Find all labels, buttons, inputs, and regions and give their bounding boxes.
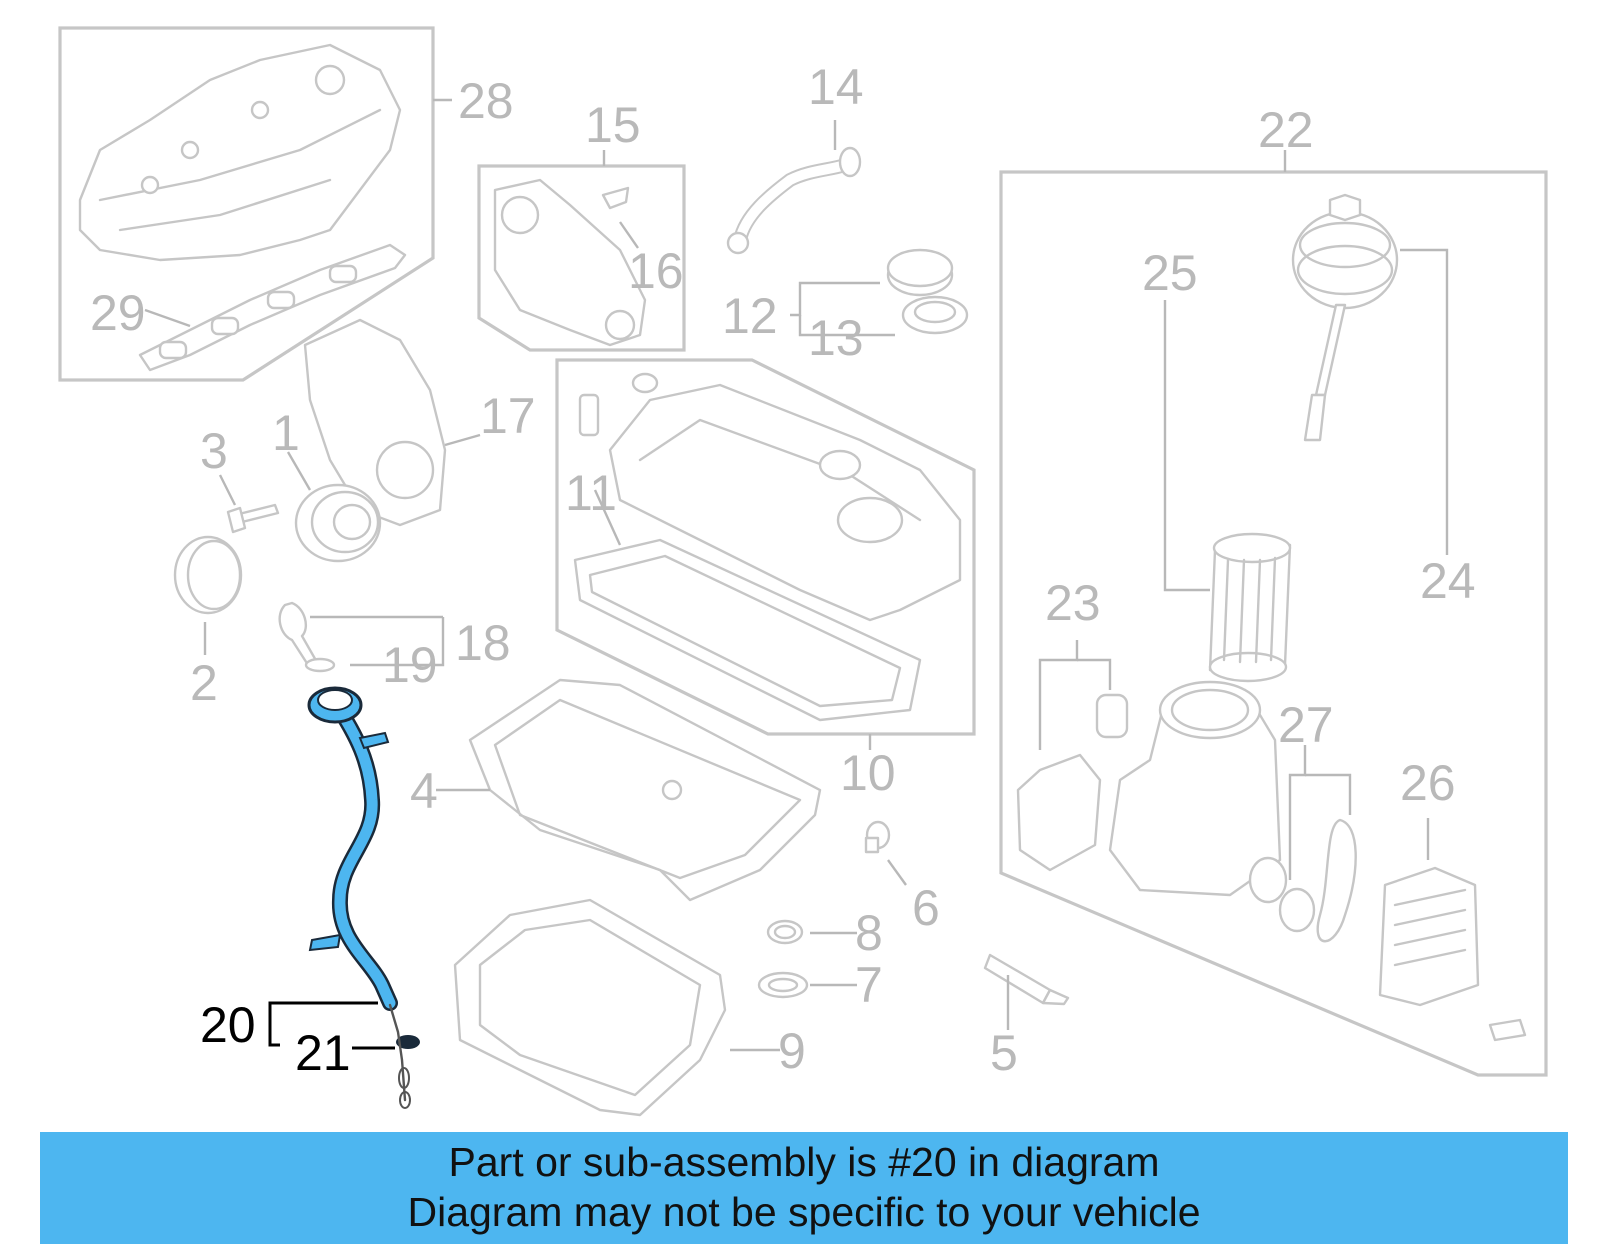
banner-line-part-number: Part or sub-assembly is #20 in diagram	[448, 1139, 1160, 1185]
breather-hose-part-14	[726, 146, 862, 255]
callout-10: 10	[840, 745, 896, 801]
seal-ring-part-8	[766, 919, 804, 945]
callout-25: 25	[1142, 245, 1198, 301]
o-ring-set-part-27	[1248, 818, 1357, 943]
callout-8: 8	[855, 905, 883, 961]
banner-line-disclaimer: Diagram may not be specific to your vehi…	[407, 1189, 1201, 1235]
dipstick-tube-part-20	[307, 686, 398, 1011]
callout-3: 3	[200, 423, 228, 479]
oil-cooler-part-26	[1378, 866, 1527, 1042]
crank-pulley-part-1	[294, 483, 382, 563]
callout-6: 6	[912, 880, 940, 936]
callout-labels: 1 2 3 4 5 6 7 8 9 10 11 12 13 14 15 16 1…	[90, 59, 1476, 1081]
callout-17: 17	[480, 388, 536, 444]
drain-plug-part-6	[864, 820, 891, 854]
callout-23: 23	[1045, 575, 1101, 631]
callout-29: 29	[90, 285, 146, 341]
oil-pan-lower-part-9	[453, 898, 727, 1117]
callout-12: 12	[722, 288, 778, 344]
oil-pan-upper-part-4	[468, 678, 822, 902]
group-box-22	[999, 170, 1548, 1077]
leader-lines	[144, 98, 1449, 1052]
valve-cover-part-11	[573, 372, 962, 722]
callout-2: 2	[190, 655, 218, 711]
callout-22: 22	[1258, 102, 1314, 158]
callout-21: 21	[295, 1025, 351, 1081]
group-box-10	[555, 358, 976, 736]
callout-5: 5	[990, 1025, 1018, 1081]
bolt-part-3	[226, 503, 280, 534]
seal-part-21	[388, 1003, 420, 1109]
intake-manifold-part-28	[78, 43, 402, 262]
callout-19: 19	[382, 637, 438, 693]
callout-15: 15	[585, 97, 641, 153]
callout-11: 11	[565, 465, 617, 521]
callout-9: 9	[778, 1023, 806, 1079]
callout-28: 28	[458, 73, 514, 129]
callout-20: 20	[200, 997, 256, 1053]
filter-housing-gasket-part-23	[1016, 693, 1129, 872]
oil-filler-cap-part-12	[886, 248, 969, 335]
oil-filter-housing	[1108, 680, 1282, 897]
sealant-tube-part-5	[983, 953, 1070, 1006]
timing-cover-part-15	[493, 178, 647, 347]
guide-tube-part-18	[278, 601, 336, 673]
oil-filter-cap-part-24	[1291, 193, 1399, 442]
callout-4: 4	[410, 763, 438, 819]
callout-14: 14	[808, 59, 864, 115]
timing-cover-part-17	[303, 318, 447, 527]
group-box-28	[58, 26, 435, 382]
callout-27: 27	[1278, 697, 1334, 753]
callout-18: 18	[455, 615, 511, 671]
callout-24: 24	[1420, 553, 1476, 609]
oil-level-sender-part-7	[757, 971, 809, 999]
callout-26: 26	[1400, 755, 1456, 811]
callout-1: 1	[272, 405, 300, 461]
group-box-15	[477, 164, 686, 352]
manifold-gasket-part-29	[138, 243, 407, 372]
diagram-notice-banner: Part or sub-assembly is #20 in diagram D…	[40, 1132, 1568, 1244]
callout-16: 16	[628, 243, 684, 299]
oil-filter-part-25	[1208, 532, 1292, 683]
seal-part-2	[173, 535, 243, 615]
callout-13: 13	[808, 310, 864, 366]
callout-7: 7	[855, 957, 883, 1013]
